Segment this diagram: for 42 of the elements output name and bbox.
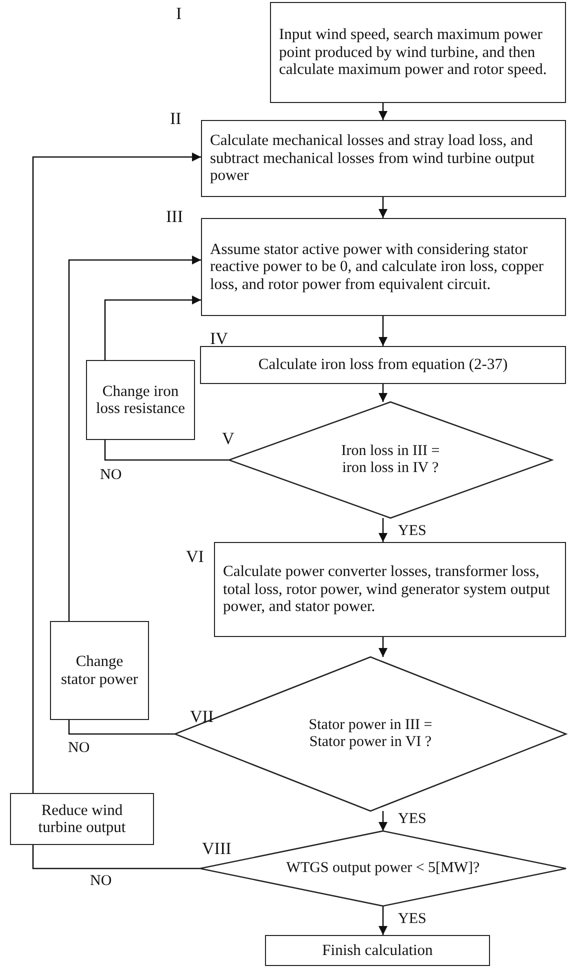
decision-diamond — [175, 657, 566, 811]
step-number: VII — [190, 708, 214, 725]
step-text: Finish calculation — [322, 942, 433, 960]
process-box — [86, 360, 195, 440]
process-box — [214, 542, 566, 637]
process-box — [50, 621, 149, 720]
step-text: Iron loss in III = iron loss in IV ? — [340, 443, 441, 477]
step-text: Calculate power converter losses, transformer loss, total loss, rotor power, wind generator system output power, and stator power. — [223, 563, 551, 616]
process-box — [10, 793, 154, 845]
process-box — [201, 218, 566, 316]
step-text: Calculate iron loss from equation (2-37) — [258, 356, 508, 374]
step-text: Calculate mechanical losses and stray load loss, and subtract mechanical losses from wind turbine output power — [210, 132, 536, 185]
arrow — [378, 906, 388, 935]
step-text: Input wind speed, search maximum power point produced by wind turbine, and then calculate maximum power and rotor speed. — [279, 26, 548, 79]
arrow — [378, 197, 388, 218]
decision-diamond — [200, 831, 566, 906]
process-box — [265, 935, 490, 966]
step-text: Assume stator active power with considering stator reactive power to be 0, and calculate iron loss, copper loss, and rotor power from equivalent circuit. — [210, 240, 545, 294]
process-box — [201, 120, 566, 197]
arrow — [378, 384, 388, 402]
step-number: IV — [210, 330, 228, 347]
step-text: Stator power in III = Stator power in VI ? — [308, 717, 434, 751]
step-text: Change iron loss resistance — [95, 382, 186, 418]
process-box — [200, 346, 566, 384]
arrow — [32, 152, 201, 793]
arrow — [104, 296, 201, 360]
step-number: III — [166, 208, 183, 225]
step-text: Change stator power — [60, 653, 140, 688]
step-text: Reduce wind turbine output — [37, 802, 127, 836]
step-number: V — [222, 430, 234, 447]
arrow — [378, 518, 388, 542]
step-text: WTGS output power < 5[MW]? — [285, 860, 481, 877]
arrow — [378, 316, 388, 346]
step-number: II — [170, 110, 182, 127]
step-number: I — [176, 5, 182, 22]
step-number: VI — [186, 548, 204, 565]
step-number: VIII — [202, 840, 232, 857]
arrow — [378, 811, 388, 831]
arrow — [378, 637, 388, 657]
arrow — [378, 103, 388, 120]
arrow — [68, 256, 201, 621]
process-box — [270, 2, 566, 103]
